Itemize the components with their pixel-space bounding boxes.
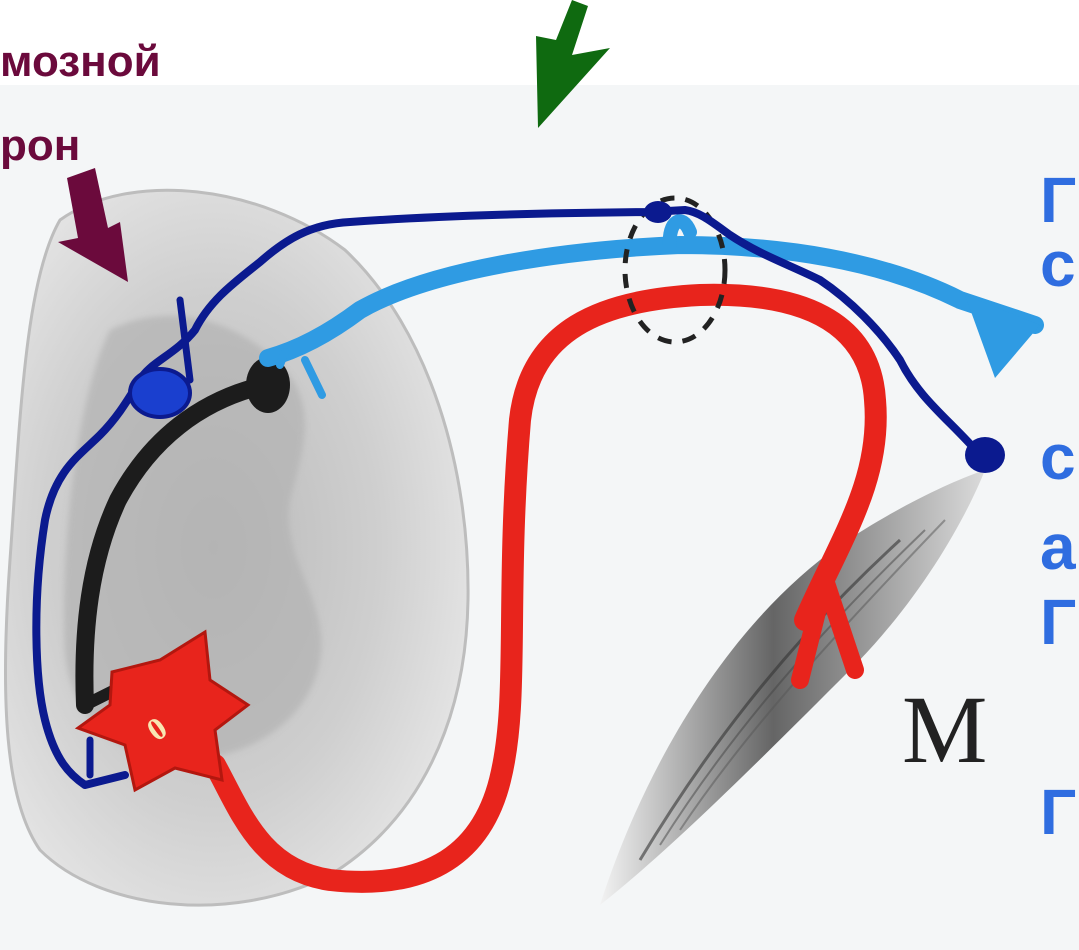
grey-matter [64, 315, 322, 760]
interneuron-dot [128, 367, 192, 419]
sensory-fiber-ending [965, 295, 1040, 378]
right-text-fragment-4: а [1040, 511, 1076, 583]
sensory-terminal [276, 348, 326, 399]
reflex-path-tick [86, 296, 194, 779]
motor-fiber-branch [791, 571, 864, 689]
right-text-fragment-1: Г [1040, 164, 1077, 236]
interneuron-fiber [75, 376, 274, 714]
receptor-dot [965, 437, 1005, 473]
interneuron-soma [246, 357, 290, 413]
green-arrow [536, 0, 610, 128]
motor-neuron-soma [74, 629, 251, 793]
reflex-path-drawing [32, 206, 984, 789]
sensory-fiber [259, 235, 1044, 367]
right-text-fragment-6: Г [1040, 776, 1077, 848]
interneuron-label-line2: рон [0, 121, 81, 170]
muscle [600, 470, 985, 905]
sensory-ganglion-bump [662, 214, 697, 252]
ganglion-dot [644, 201, 672, 223]
interneuron-arrow [58, 168, 128, 282]
right-text-fragment-2: с [1040, 228, 1076, 300]
interneuron-label-line1: мозной [0, 37, 161, 86]
right-text-fragment-5: Г [1040, 586, 1077, 658]
right-text-fragment-3: с [1040, 421, 1076, 493]
muscle-label: M [902, 676, 988, 783]
ganglion-outline [622, 195, 728, 345]
motor-fiber [204, 283, 887, 893]
